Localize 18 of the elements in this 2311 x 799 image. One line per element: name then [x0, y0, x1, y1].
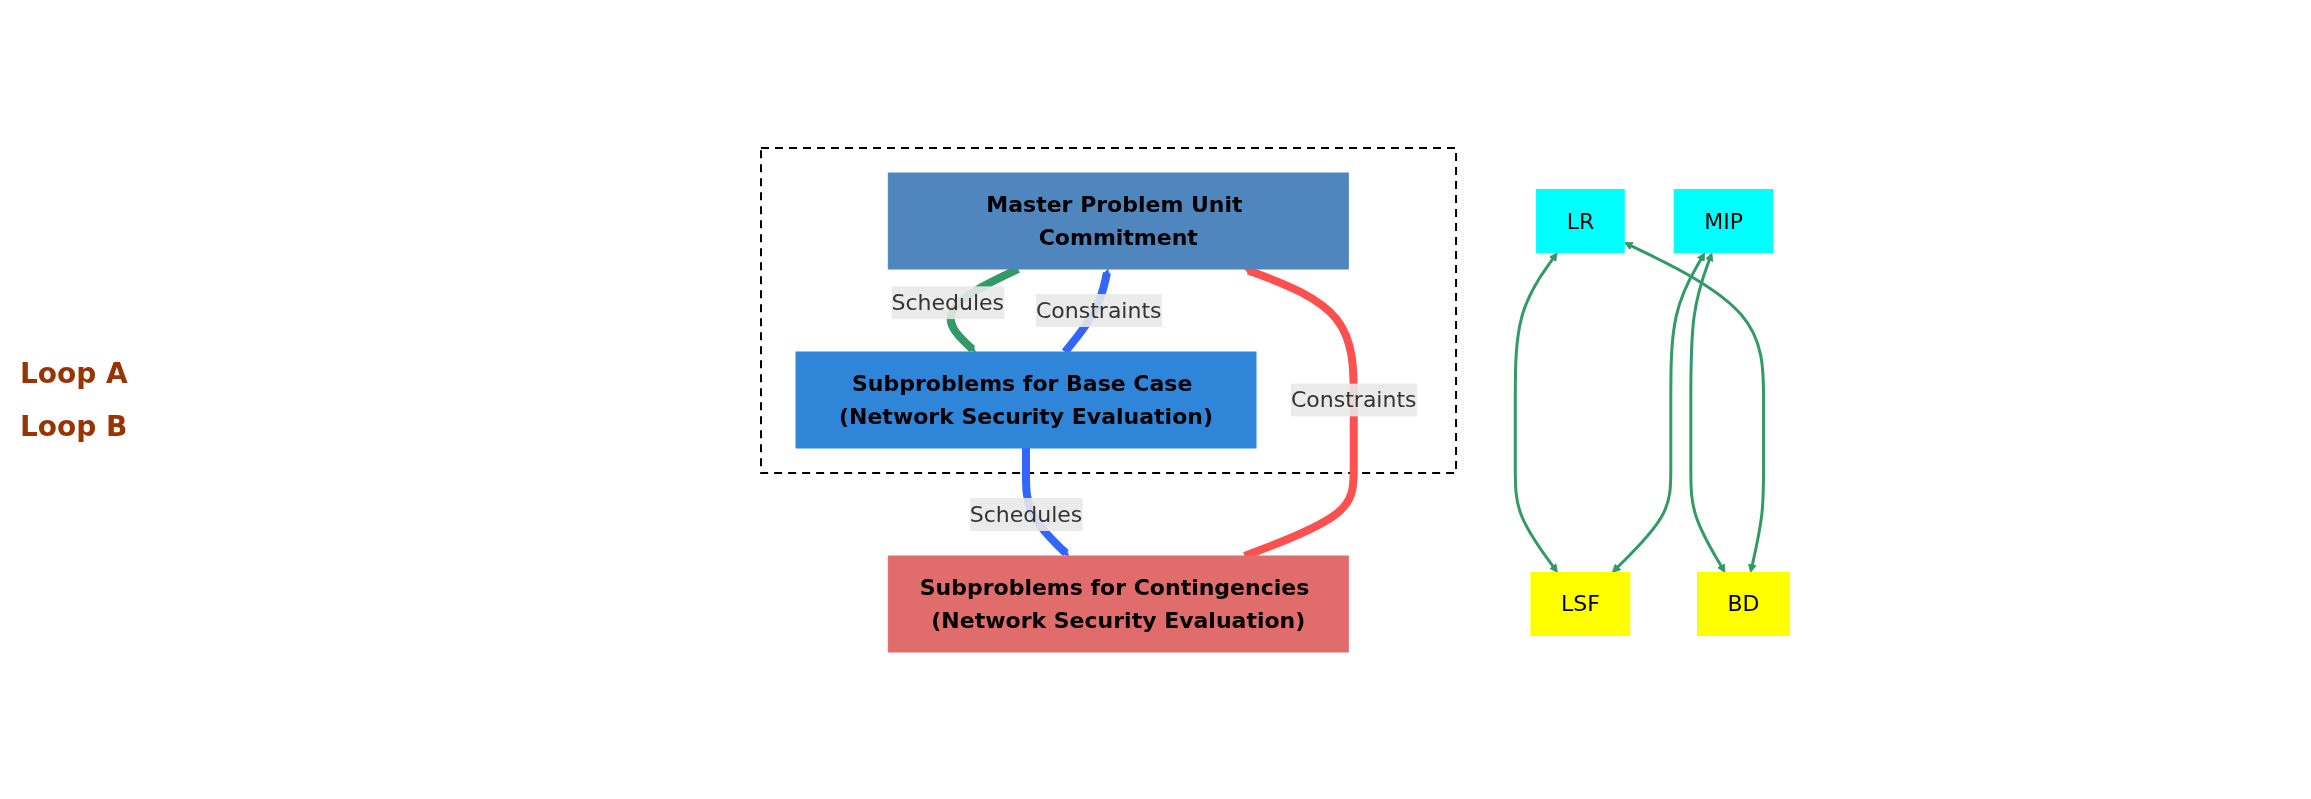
loop-label: Loop A	[20, 356, 129, 390]
edge-label: Schedules	[891, 289, 1005, 315]
node-box: Master Problem Unit Commitment	[888, 172, 1349, 269]
node-box: LR	[1536, 188, 1625, 253]
node-box: Subproblems for Base Case (Network Security Evaluation)	[795, 351, 1257, 448]
cluster	[760, 146, 1458, 474]
edge-label: Schedules	[969, 501, 1083, 527]
edge-label: Constraints	[1291, 387, 1417, 412]
arrow	[1514, 251, 1559, 573]
edge-label: Constraints	[1036, 297, 1162, 323]
arrow	[1624, 241, 1766, 573]
node-box: BD	[1697, 571, 1791, 636]
arrow	[1689, 252, 1726, 573]
node-box: MIP	[1673, 188, 1774, 253]
arrow	[1612, 251, 1706, 573]
node-box: LSF	[1530, 571, 1631, 636]
loop-label: Loop B	[20, 409, 129, 443]
node-box: Subproblems for Contingencies (Network Security Evaluation)	[888, 555, 1349, 652]
